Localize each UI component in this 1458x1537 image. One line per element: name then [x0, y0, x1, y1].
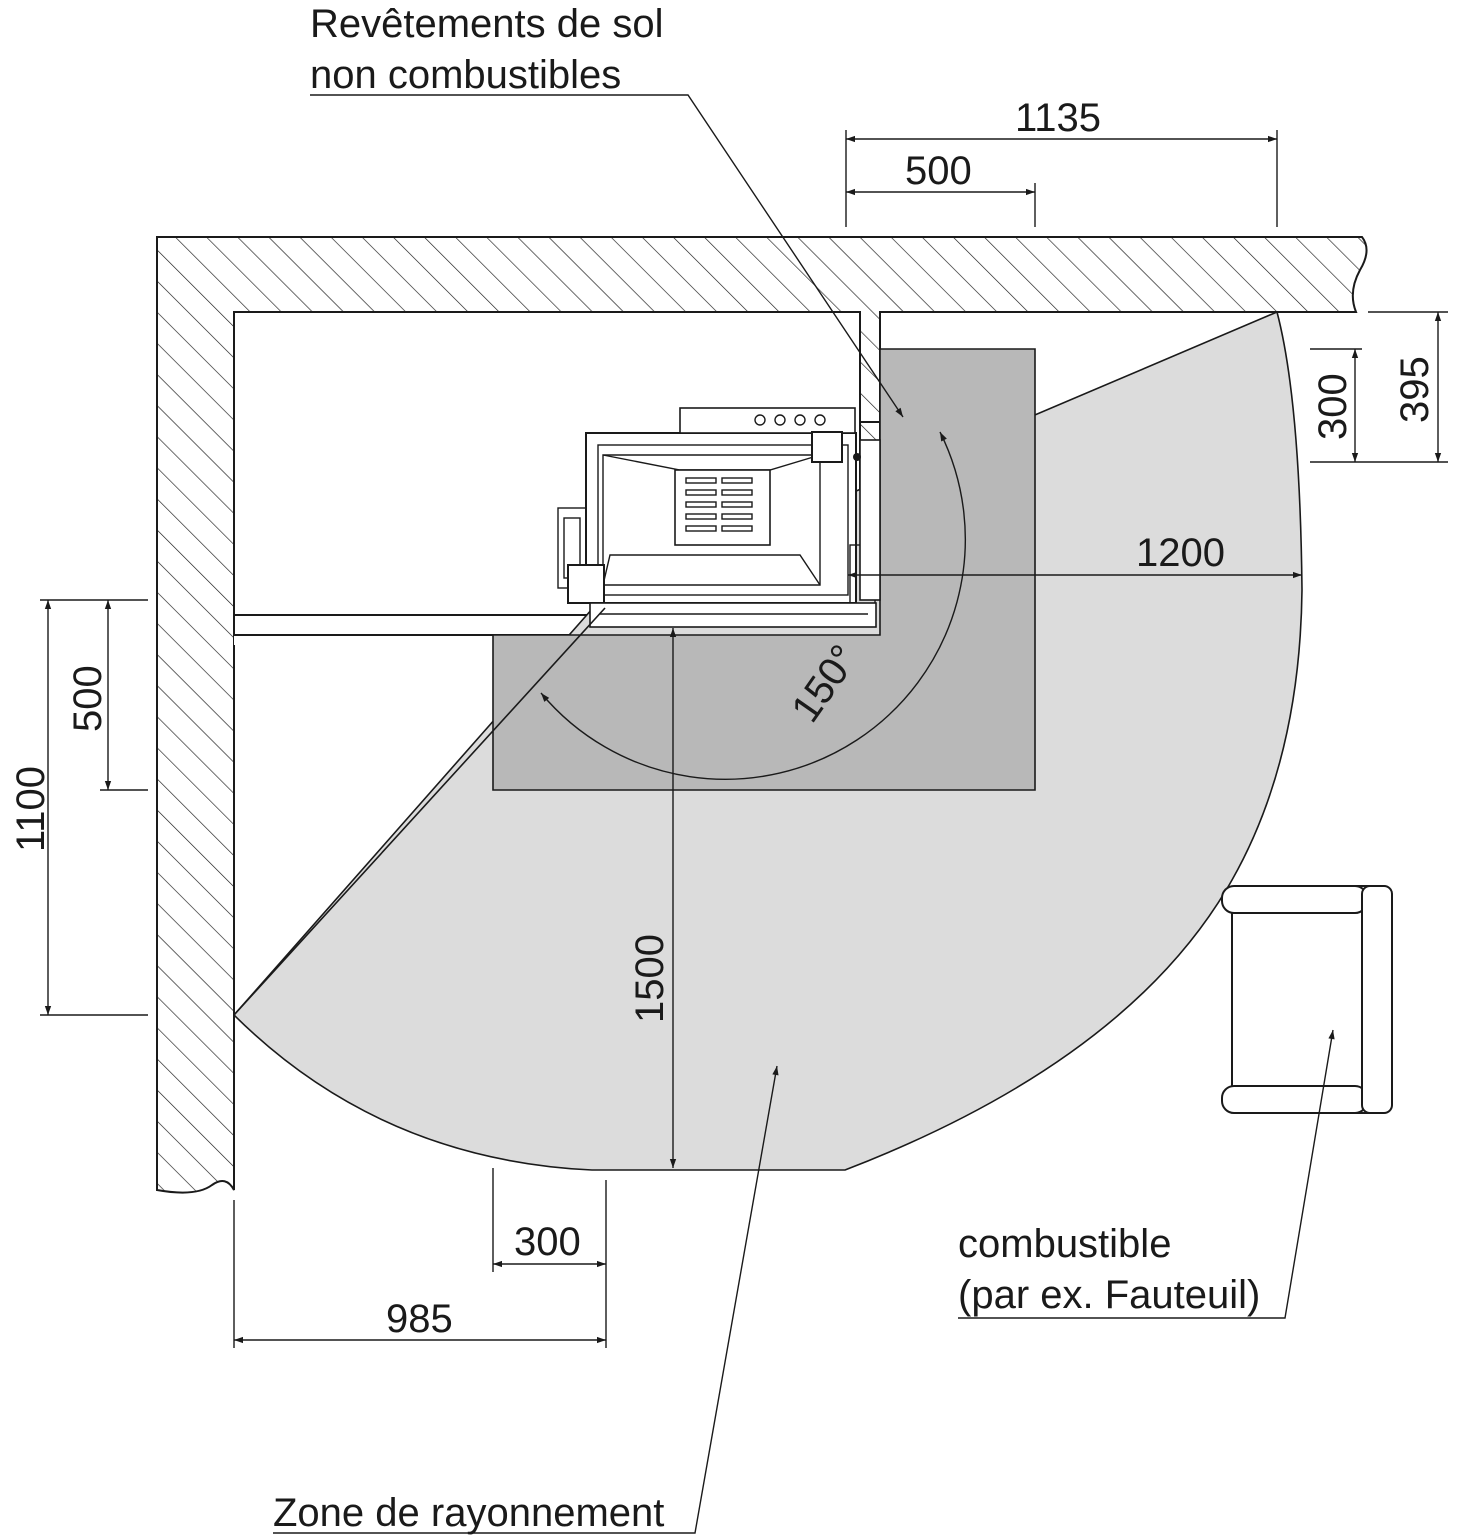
angle-arc — [540, 431, 966, 780]
wall-return — [859, 312, 880, 423]
wall-niche-inner — [234, 635, 494, 645]
floor-covering-label-1: Revêtements de sol — [310, 2, 664, 46]
wall-niche-edge — [234, 615, 591, 636]
radiation-zone-label: Zone de rayonnement — [273, 1491, 664, 1535]
dim-1500: 1500 — [628, 934, 672, 1023]
dim-1135: 1135 — [1015, 96, 1101, 140]
dimension-1200: 1200 — [848, 531, 1302, 579]
floor-covering-label-2: non combustibles — [310, 53, 621, 97]
combustible-label-1: combustible — [958, 1222, 1171, 1266]
callout-floor-covering: Revêtements de sol non combustibles — [310, 2, 904, 418]
dim-1100: 1100 — [9, 766, 53, 852]
dim-985: 985 — [386, 1297, 453, 1341]
dimension-top: 1135 500 — [845, 96, 1278, 227]
callout-radiation-zone: Zone de rayonnement — [273, 1065, 779, 1535]
dim-500-left: 500 — [66, 665, 110, 732]
dim-1200: 1200 — [1136, 531, 1225, 575]
dimension-1500: 1500 — [628, 628, 677, 1168]
callout-combustible: combustible (par ex. Fauteuil) — [958, 1029, 1335, 1319]
dim-395: 395 — [1393, 356, 1437, 423]
dim-300-bottom: 300 — [514, 1220, 581, 1264]
dimension-right: 395 300 — [1310, 311, 1448, 463]
combustible-label-2: (par ex. Fauteuil) — [958, 1273, 1260, 1317]
fireplace-insert — [557, 407, 881, 628]
armchair — [1221, 885, 1393, 1114]
dim-300-right: 300 — [1311, 373, 1355, 440]
dimension-left: 1100 500 — [9, 599, 148, 1016]
dimension-bottom: 300 985 — [233, 1168, 607, 1348]
dim-500-top: 500 — [905, 149, 972, 193]
